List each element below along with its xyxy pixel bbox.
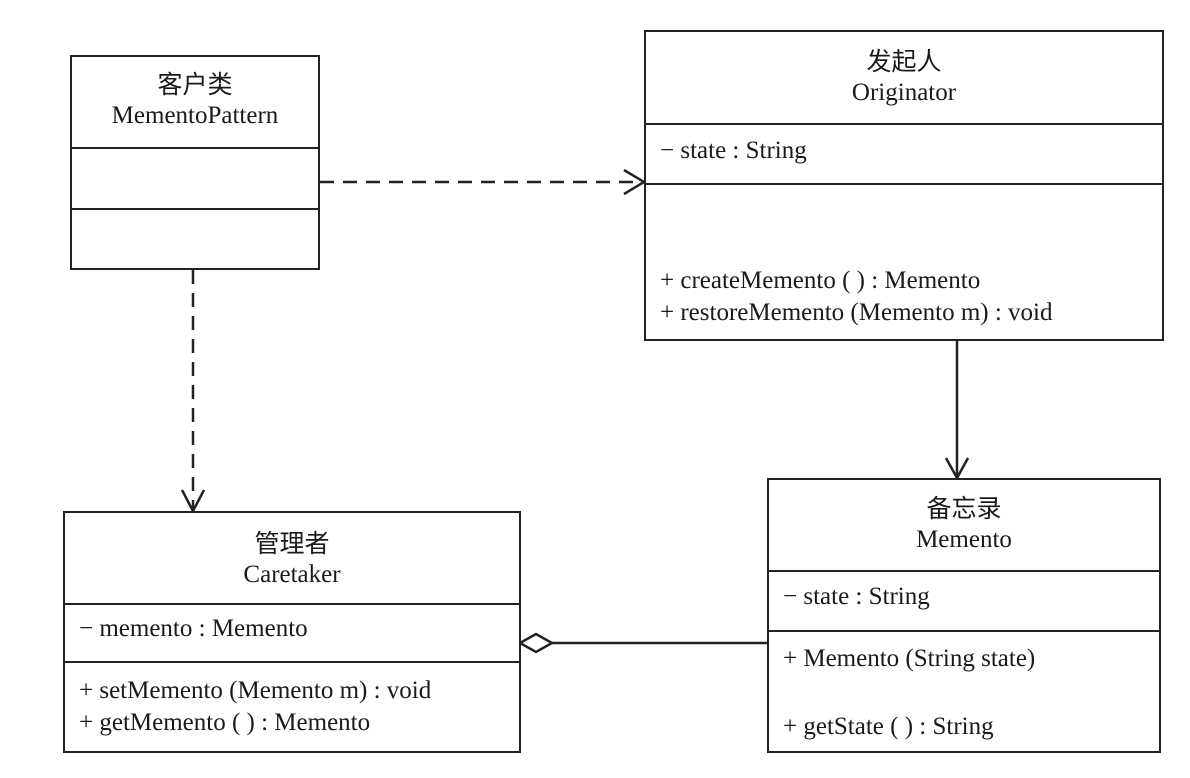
- class-title-en: Memento: [916, 526, 1012, 553]
- operations-section: + createMemento ( ) : Memento + restoreM…: [646, 185, 1162, 339]
- operation-set-memento: + setMemento (Memento m) : void: [79, 677, 432, 704]
- operation-get-state: + getState ( ) : String: [783, 713, 994, 740]
- attribute-memento: − memento : Memento: [79, 615, 308, 642]
- class-caretaker: 管理者 Caretaker − memento : Memento + setM…: [63, 511, 521, 753]
- attribute-state: − state : String: [660, 137, 807, 164]
- operation-restore-memento: + restoreMemento (Memento m) : void: [660, 299, 1053, 326]
- operation-memento-constructor: + Memento (String state): [783, 645, 1036, 672]
- class-name-section: 发起人 Originator: [646, 32, 1162, 125]
- attributes-section: − state : String: [646, 125, 1162, 185]
- class-title-cn: 客户类: [157, 72, 233, 99]
- class-memento: 备忘录 Memento − state : String + Memento (…: [767, 478, 1161, 753]
- aggregation-diamond: [517, 632, 555, 654]
- class-originator: 发起人 Originator − state : String + create…: [644, 30, 1164, 341]
- attributes-section: − memento : Memento: [65, 605, 519, 663]
- class-name-section: 客户类 MementoPattern: [72, 57, 318, 149]
- class-title-en: Caretaker: [243, 561, 341, 588]
- attributes-section: [72, 149, 318, 210]
- attributes-section: − state : String: [769, 572, 1159, 632]
- operation-get-memento: + getMemento ( ) : Memento: [79, 709, 371, 736]
- class-title-en: MementoPattern: [111, 102, 279, 129]
- operations-section: [72, 210, 318, 268]
- class-title-cn: 备忘录: [926, 496, 1002, 523]
- operation-create-memento: + createMemento ( ) : Memento: [660, 267, 981, 294]
- class-title-cn: 发起人: [866, 49, 942, 76]
- attribute-state: − state : String: [783, 583, 930, 610]
- class-memento-pattern: 客户类 MementoPattern: [70, 55, 320, 270]
- operations-section: + setMemento (Memento m) : void + getMem…: [65, 663, 519, 751]
- class-title-en: Originator: [851, 79, 957, 106]
- operations-section: + Memento (String state) + getState ( ) …: [769, 632, 1159, 751]
- class-name-section: 管理者 Caretaker: [65, 513, 519, 605]
- class-title-cn: 管理者: [254, 531, 330, 558]
- class-name-section: 备忘录 Memento: [769, 480, 1159, 572]
